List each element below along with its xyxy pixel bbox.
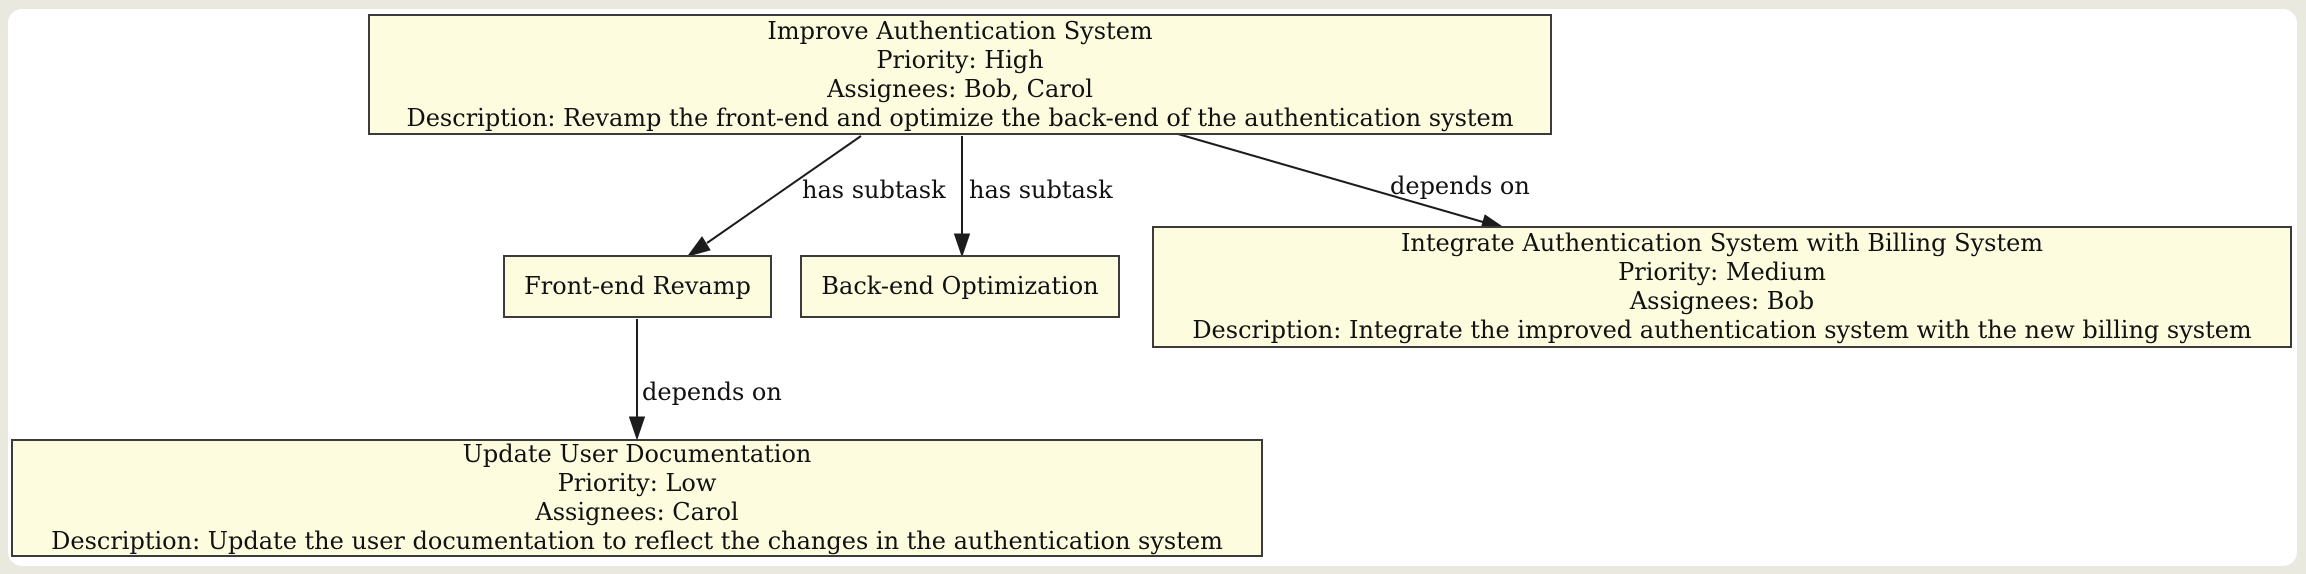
node-title: Improve Authentication System	[767, 16, 1153, 45]
node-priority: Priority: Medium	[1618, 258, 1826, 286]
node-priority: Priority: High	[876, 45, 1044, 74]
node-title: Front-end Revamp	[524, 272, 751, 300]
node-description: Description: Revamp the front-end and op…	[406, 103, 1514, 132]
node-title: Update User Documentation	[462, 440, 812, 468]
edge-label-has-subtask-1: has subtask	[802, 176, 946, 204]
edge-label-depends-on-integrate: depends on	[1390, 172, 1530, 200]
arrowhead-icon	[628, 416, 646, 441]
arrowhead-icon	[686, 236, 711, 257]
node-priority: Priority: Low	[557, 469, 717, 497]
node-update-user-documentation: Update User Documentation Priority: Low …	[11, 439, 1263, 557]
edge-improve-to-integrate	[1177, 133, 1484, 223]
node-title: Back-end Optimization	[821, 272, 1099, 300]
edge-improve-to-frontend	[706, 135, 862, 244]
node-front-end-revamp: Front-end Revamp	[503, 255, 772, 318]
node-assignees: Assignees: Bob	[1629, 287, 1815, 315]
node-title: Integrate Authentication System with Bil…	[1400, 229, 2044, 257]
node-improve-authentication-system: Improve Authentication System Priority: …	[368, 14, 1552, 135]
node-integrate-auth-with-billing: Integrate Authentication System with Bil…	[1152, 226, 2292, 348]
node-assignees: Assignees: Bob, Carol	[827, 74, 1093, 103]
node-assignees: Assignees: Carol	[535, 498, 739, 526]
node-description: Description: Integrate the improved auth…	[1192, 316, 2252, 344]
edge-label-has-subtask-2: has subtask	[969, 176, 1113, 204]
node-description: Description: Update the user documentati…	[51, 527, 1223, 555]
arrowhead-icon	[953, 233, 971, 258]
edge-label-depends-on-update: depends on	[642, 378, 782, 406]
node-back-end-optimization: Back-end Optimization	[800, 255, 1120, 318]
